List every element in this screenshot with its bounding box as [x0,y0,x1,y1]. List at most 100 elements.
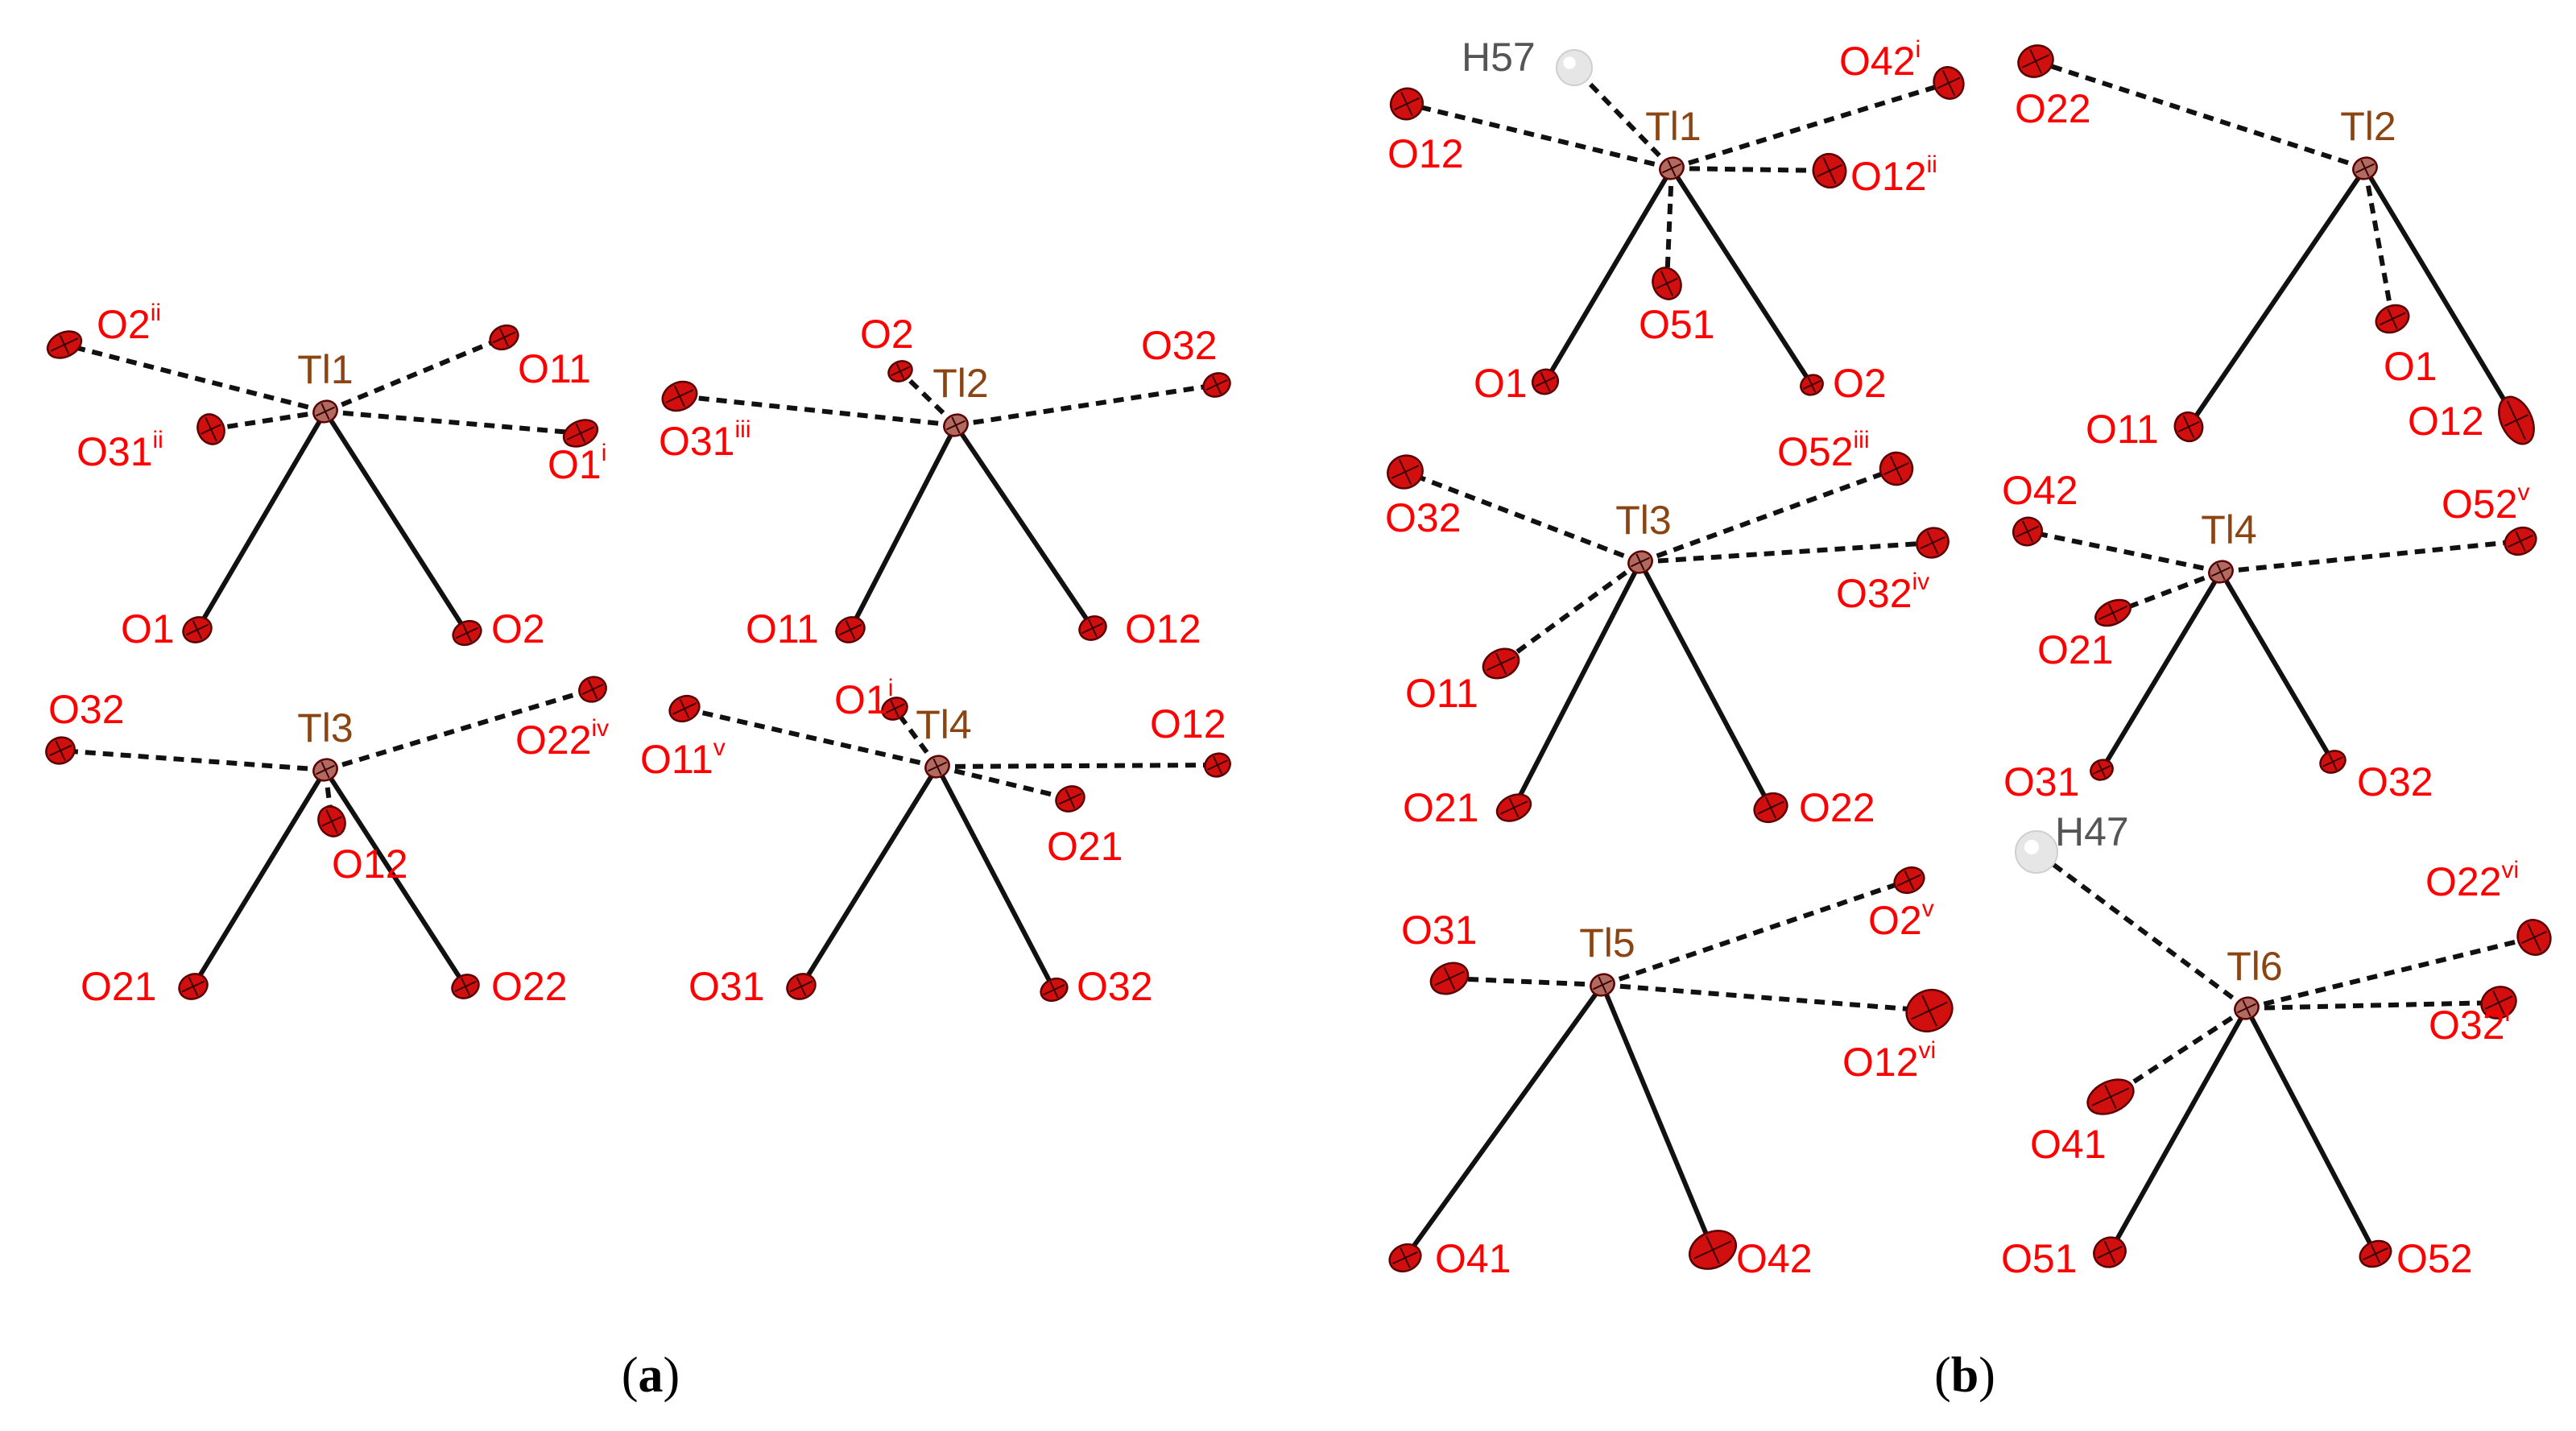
atom-label-o32: O32 [48,687,125,732]
atom-label-o31: O31 [2003,759,2080,804]
oxygen-atom-o31-ii [196,413,225,445]
oxygen-atom-o12 [1078,615,1107,641]
metal-label-tl1: Tl1 [1645,104,1701,149]
oxygen-atom-o22 [2017,44,2054,78]
dashed-bond-tl3-o32-iv [1639,540,1933,565]
atom-label-o42: O42 [1736,1236,1813,1281]
metal-label-tl1: Tl1 [297,347,353,392]
dashed-bond-tl4-o52-v [2220,539,2521,574]
atom-label-o32: O32 [1385,495,1462,540]
oxygen-atom-o2-ii [46,330,83,359]
oxygen-atom-o12 [317,805,346,838]
dashed-bond-tl1-o51 [1664,168,1674,284]
atom-label-o21: O21 [81,964,157,1009]
oxygen-atom-o32 [1387,454,1424,490]
oxygen-atom-o41 [2086,1078,2135,1115]
solid-bond-tl4-o31 [2099,570,2223,771]
panel-caption-b: (b) [1934,1348,1995,1403]
solid-bond-tl1-o2 [323,410,469,635]
oxygen-atom-o12 [1389,87,1424,121]
dashed-bond-tl5-o31 [1449,976,1603,987]
oxygen-atom-o12 [2498,395,2535,445]
metal-label-tl2: Tl2 [932,361,988,406]
atom-label-o12: O12 [1150,701,1226,747]
atom-label-o22: O22 [491,964,568,1009]
dashed-bond-tl1-h57 [1572,65,1674,171]
dashed-bond-tl4-o1-i [892,707,940,768]
oxygen-atom-o1-i [881,697,908,721]
atom-label-o32: O32 [2357,759,2433,804]
oxygen-atom-o32 [1202,372,1231,398]
dashed-bond-tl6-h47 [2035,850,2248,1011]
atom-label-o41: O41 [1435,1236,1511,1281]
dashed-bond-tl5-o2-v [1602,878,1910,987]
atom-label-o1-i: O1i [834,675,893,722]
atom-label-o11: O11 [518,346,591,391]
atom-label-o22-vi: O22vi [2425,857,2519,904]
atom-label-o31: O31 [688,964,765,1009]
oxygen-atom-o22-vi [2516,919,2552,956]
solid-bond-tl4-o32 [935,765,1056,991]
oxygen-atom-o42 [1689,1230,1737,1270]
oxygen-atom-o11 [2173,411,2204,443]
oxygen-atom-o32-iv [1916,527,1950,559]
oxygen-atom-o52-iii [1879,451,1914,486]
oxygen-atom-o32-i [2480,986,2517,1019]
oxygen-atom-o2 [452,619,482,647]
solid-bond-tl4-o31 [799,765,940,988]
dashed-bond-tl2-o31-iii [679,394,957,428]
solid-bond-tl6-o52 [2244,1007,2378,1255]
dashed-bond-tl1-o12-ii [1671,166,1830,173]
oxygen-atom-o31 [1429,962,1470,995]
atom-label-o42: O42 [2002,468,2078,513]
hydrogen-atom-h47 [2015,830,2058,874]
atom-label-o21: O21 [1047,824,1123,869]
solid-bond-tl3-o22 [1638,560,1773,809]
atom-label-o1: O1 [1474,361,1528,406]
dashed-bond-tl1-o12 [1406,101,1673,171]
oxygen-atom-o22 [1753,792,1788,824]
oxygen-atom-o2-v [1893,866,1925,895]
dashed-bond-tl1-o11 [324,335,506,414]
oxygen-atom-o32 [2319,750,2347,774]
solid-bond-tl6-o51 [2107,1007,2249,1254]
solid-bond-tl1-o2 [1669,167,1814,387]
oxygen-atom-o1 [2375,304,2410,334]
thallium-atom-tl2 [2352,156,2378,180]
metal-label-tl6: Tl6 [2227,944,2282,989]
atom-label-o12: O12 [1125,606,1201,651]
atom-label-o12: O12 [332,842,408,887]
dashed-bond-tl1-o42-i [1671,81,1950,171]
solid-bond-tl2-o12 [953,424,1095,630]
solid-bond-tl3-o21 [191,768,328,988]
dashed-bond-tl3-o32 [1404,469,1642,565]
dashed-bond-tl2-o32 [955,383,1218,428]
dashed-bond-tl5-o12-vi [1602,982,1930,1013]
oxygen-atom-o32 [1040,977,1069,1003]
dashed-bond-tl3-o32 [60,748,326,772]
metal-label-tl5: Tl5 [1579,920,1635,966]
oxygen-atom-o22-iv [578,676,607,703]
dashed-bond-tl1-o31-ii [210,409,326,432]
atom-label-o42-i: O42i [1839,36,1921,84]
atom-label-o22: O22 [1799,785,1875,830]
atom-label-o31-iii: O31iii [659,416,751,464]
dashed-bond-tl2-o22 [2035,59,2366,171]
oxygen-atom-o31 [786,973,817,1000]
atom-label-o11: O11 [2086,407,2159,452]
solid-bond-tl4-o32 [2218,570,2335,763]
atom-label-o51: O51 [2001,1236,2078,1281]
atom-label-o11-v: O11v [640,734,726,782]
thallium-atom-tl1 [312,399,338,424]
thallium-atom-tl3 [312,758,338,782]
atom-label-o12: O12 [2408,399,2484,444]
thallium-atom-tl5 [1590,973,1615,997]
oxygen-atom-o51 [2093,1236,2127,1268]
atom-label-o32: O32 [1077,964,1153,1009]
oxygen-atom-o21 [1495,793,1532,822]
atom-label-o32: O32 [1141,323,1218,368]
solid-bond-tl5-o42 [1600,983,1715,1251]
oxygen-atom-o42 [2012,516,2044,547]
atom-label-o2: O2 [491,606,545,651]
solid-bond-tl1-o1 [1543,167,1674,383]
